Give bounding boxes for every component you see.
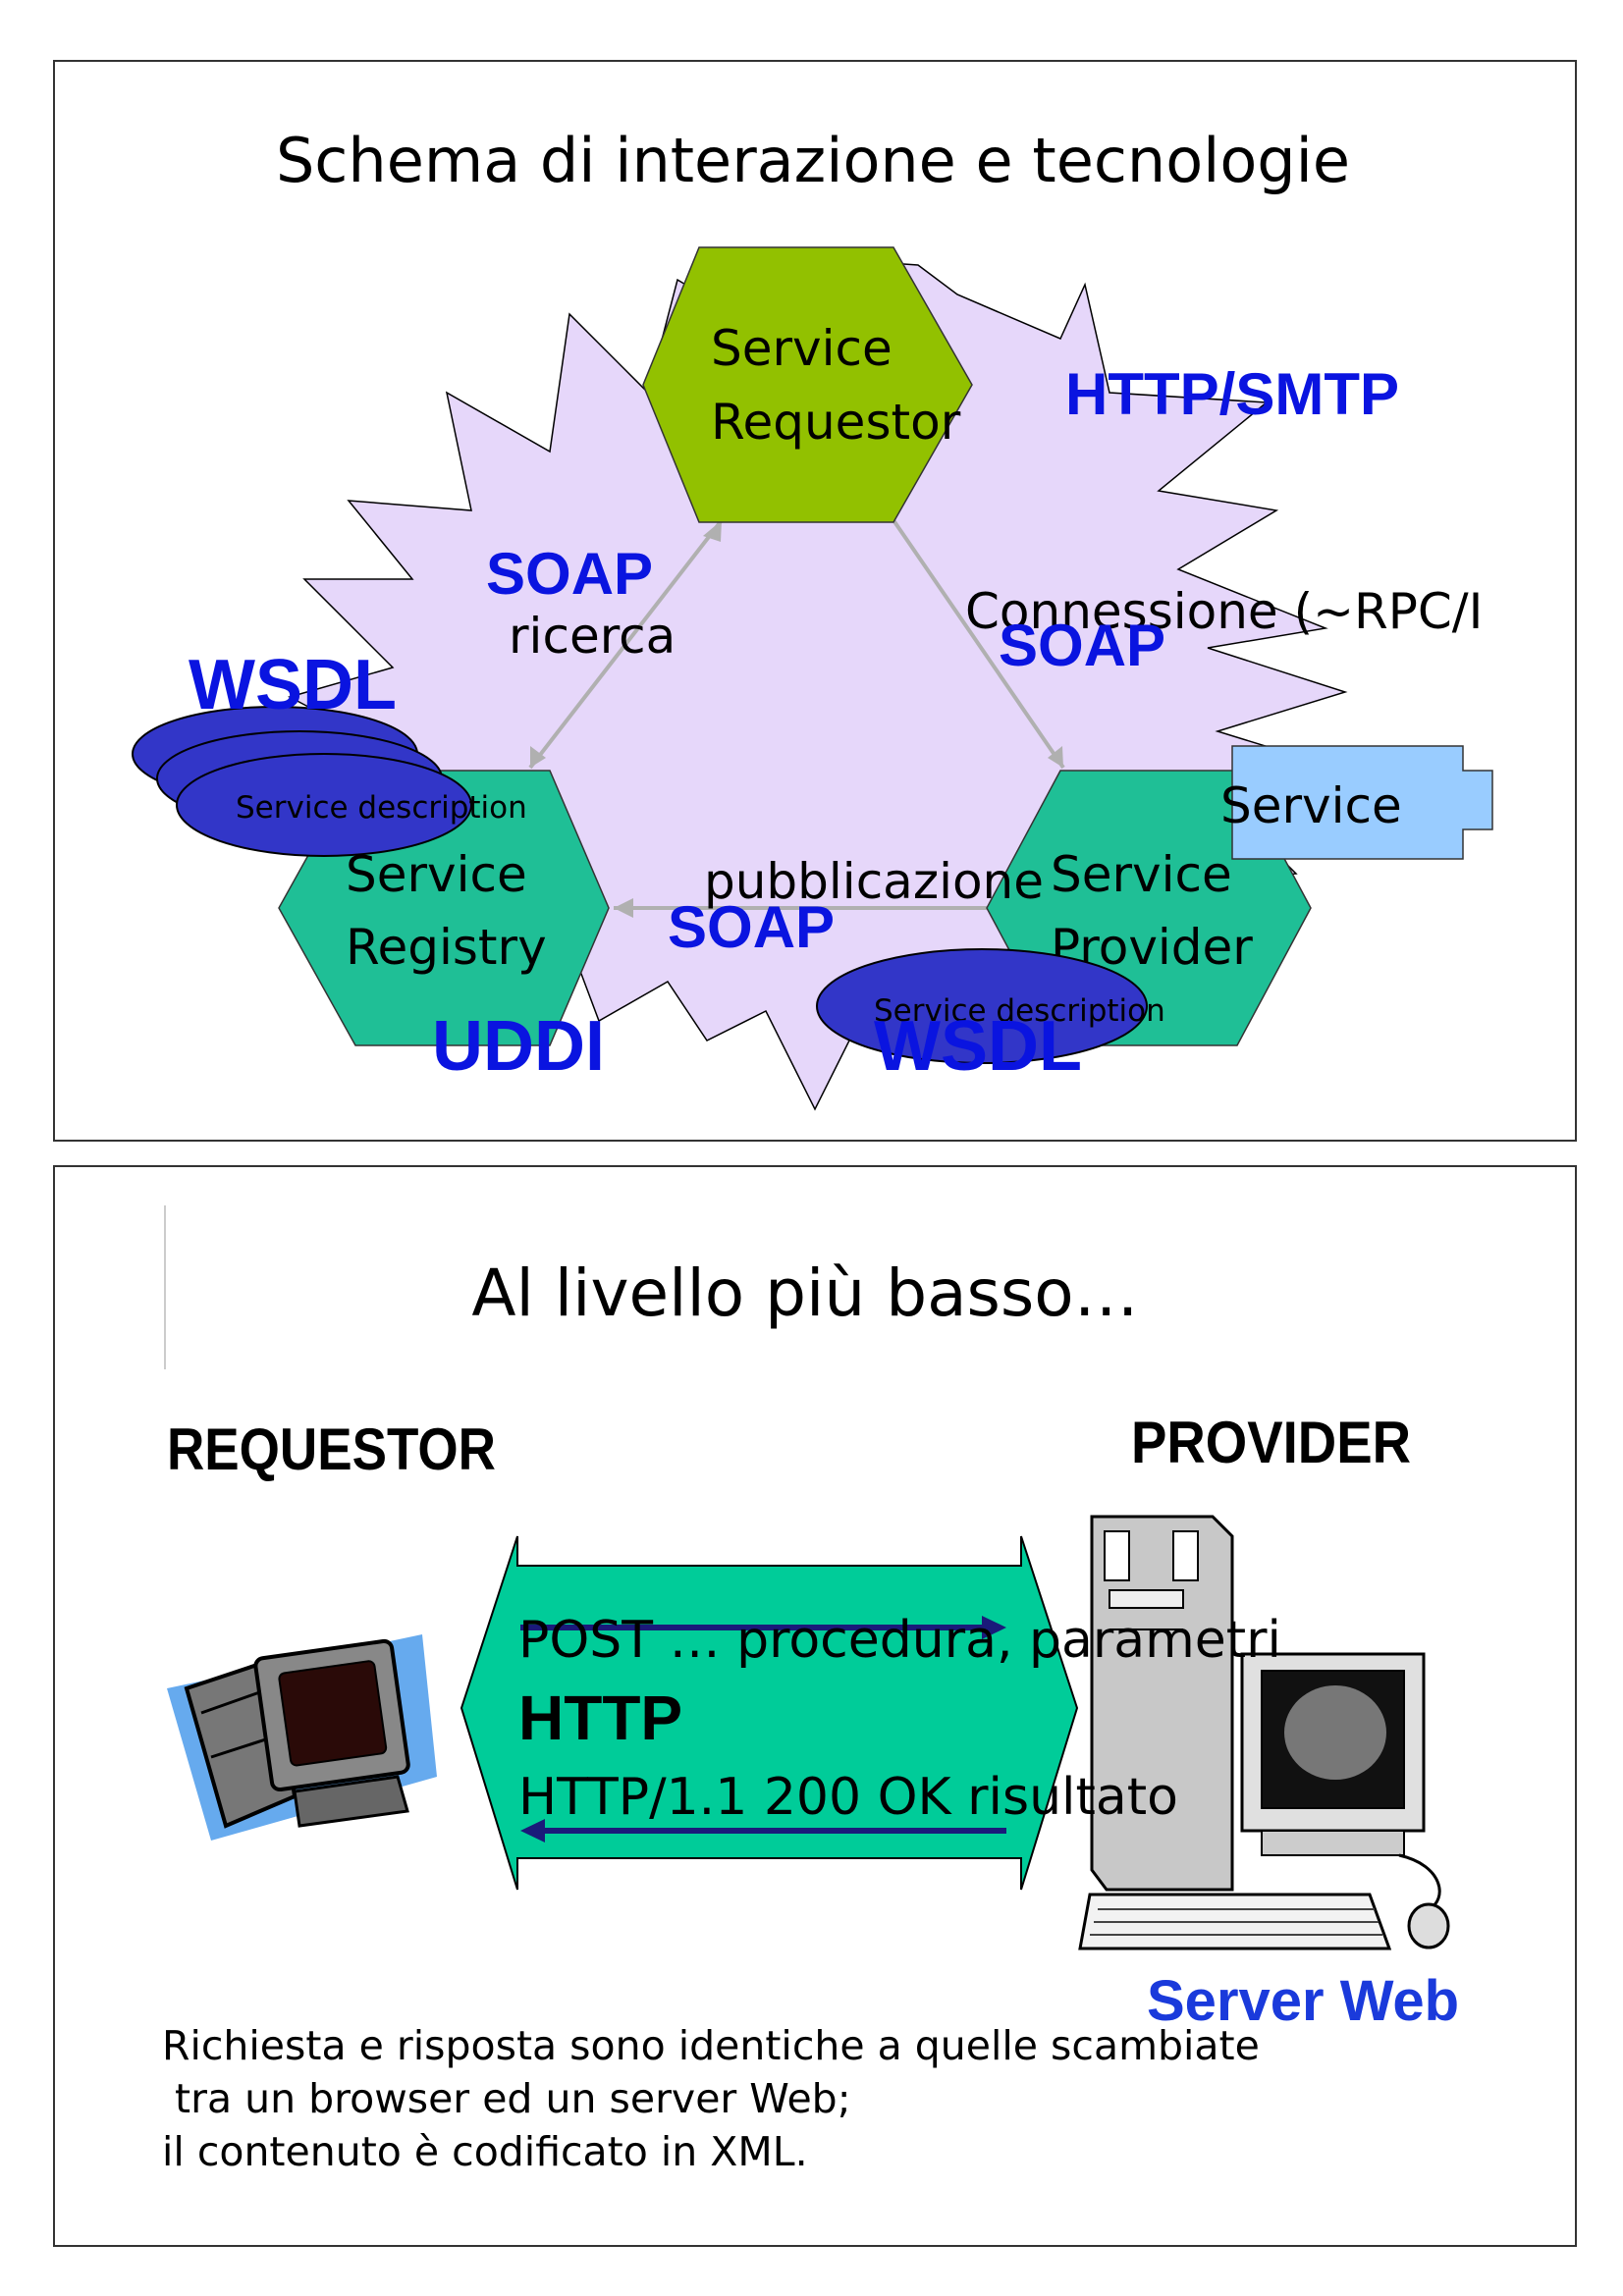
arrowhead-to-requestor [703, 520, 722, 542]
slide-1: Schema di interazione e tecnologie Servi… [53, 60, 1577, 1142]
soap-label-right: SOAP [999, 613, 1165, 678]
wsdl-label-bottom: WSDL [874, 1007, 1082, 1086]
note-line-2: tra un browser ed un server Web; [162, 2075, 851, 2122]
slide-1-title: Schema di interazione e tecnologie [276, 125, 1350, 196]
service-requestor-hexagon [642, 246, 973, 523]
note-line-3: il contenuto è codificato in XML. [162, 2128, 808, 2175]
server-drive-1 [1104, 1530, 1130, 1581]
pubblicazione-label: pubblicazione [704, 853, 1044, 910]
request-arrow-head [982, 1616, 1006, 1639]
client-tower-slot-1 [200, 1688, 266, 1715]
wsdl-document-stack-left: Service description [132, 706, 527, 857]
client-computer-icon [167, 1634, 437, 1841]
triangle-connectors [528, 518, 1065, 910]
service-requestor-label-2: Requestor [711, 394, 961, 451]
wsdl-ellipse-front [176, 753, 472, 857]
response-arrow-head [520, 1819, 545, 1842]
note-line-1: Richiesta e risposta sono identiche a qu… [162, 2022, 1260, 2069]
service-requestor-label-1: Service [711, 320, 893, 377]
request-line-text: POST … procedura, parametri [518, 1611, 1281, 1670]
request-arrow [520, 1616, 1006, 1639]
wsdl-ellipse-bottom [816, 948, 1148, 1064]
wsdl-document-bottom: Service description [816, 948, 1165, 1064]
arrowhead-to-registry [530, 746, 546, 768]
soap-label-left: SOAP [486, 541, 653, 607]
server-web-label: Server Web [1147, 1969, 1459, 2033]
server-computer-icon [1078, 1515, 1450, 1950]
response-line-text: HTTP/1.1 200 OK risultato [518, 1768, 1178, 1827]
slide-2-title: Al livello più basso… [471, 1255, 1138, 1331]
slide-2: Al livello più basso… REQUESTOR PROVIDER [53, 1165, 1577, 2247]
client-keyboard [293, 1775, 409, 1828]
uddi-label: UDDI [432, 1007, 605, 1086]
connector-arrowheads [530, 520, 1063, 918]
service-description-left: Service description [236, 790, 527, 826]
arrowhead-to-registry-bottom [614, 898, 633, 918]
server-bay [1109, 1589, 1184, 1609]
wsdl-label-left: WSDL [189, 646, 397, 724]
soap-label-bottom: SOAP [668, 894, 835, 960]
protocol-label: HTTP [518, 1682, 682, 1753]
service-box [1231, 745, 1493, 860]
connector-requestor-provider [892, 518, 1065, 770]
response-arrow [520, 1819, 1006, 1842]
provider-heading: PROVIDER [1131, 1410, 1411, 1475]
server-drive-2 [1172, 1530, 1199, 1581]
server-keyboard-keys [1090, 1908, 1382, 1936]
arrowhead-to-provider [1048, 746, 1063, 768]
server-monitor-stand [1261, 1830, 1405, 1856]
service-registry-label-1: Service [346, 846, 527, 903]
connector-requestor-registry [528, 518, 724, 770]
service-description-bottom: Service description [874, 993, 1165, 1029]
server-tower [1090, 1515, 1234, 1892]
service-provider-label-1: Service [1051, 846, 1232, 903]
client-screen [278, 1660, 388, 1767]
http-smtp-label: HTTP/SMTP [1065, 361, 1399, 427]
server-screen-glare [1284, 1685, 1386, 1780]
connessione-label: Connessione (~RPC/I [965, 583, 1483, 640]
requestor-heading: REQUESTOR [167, 1416, 496, 1482]
service-box-label: Service [1220, 777, 1402, 834]
service-registry-label-2: Registry [346, 919, 547, 976]
server-mouse [1407, 1902, 1450, 1949]
ricerca-label: ricerca [509, 608, 676, 665]
